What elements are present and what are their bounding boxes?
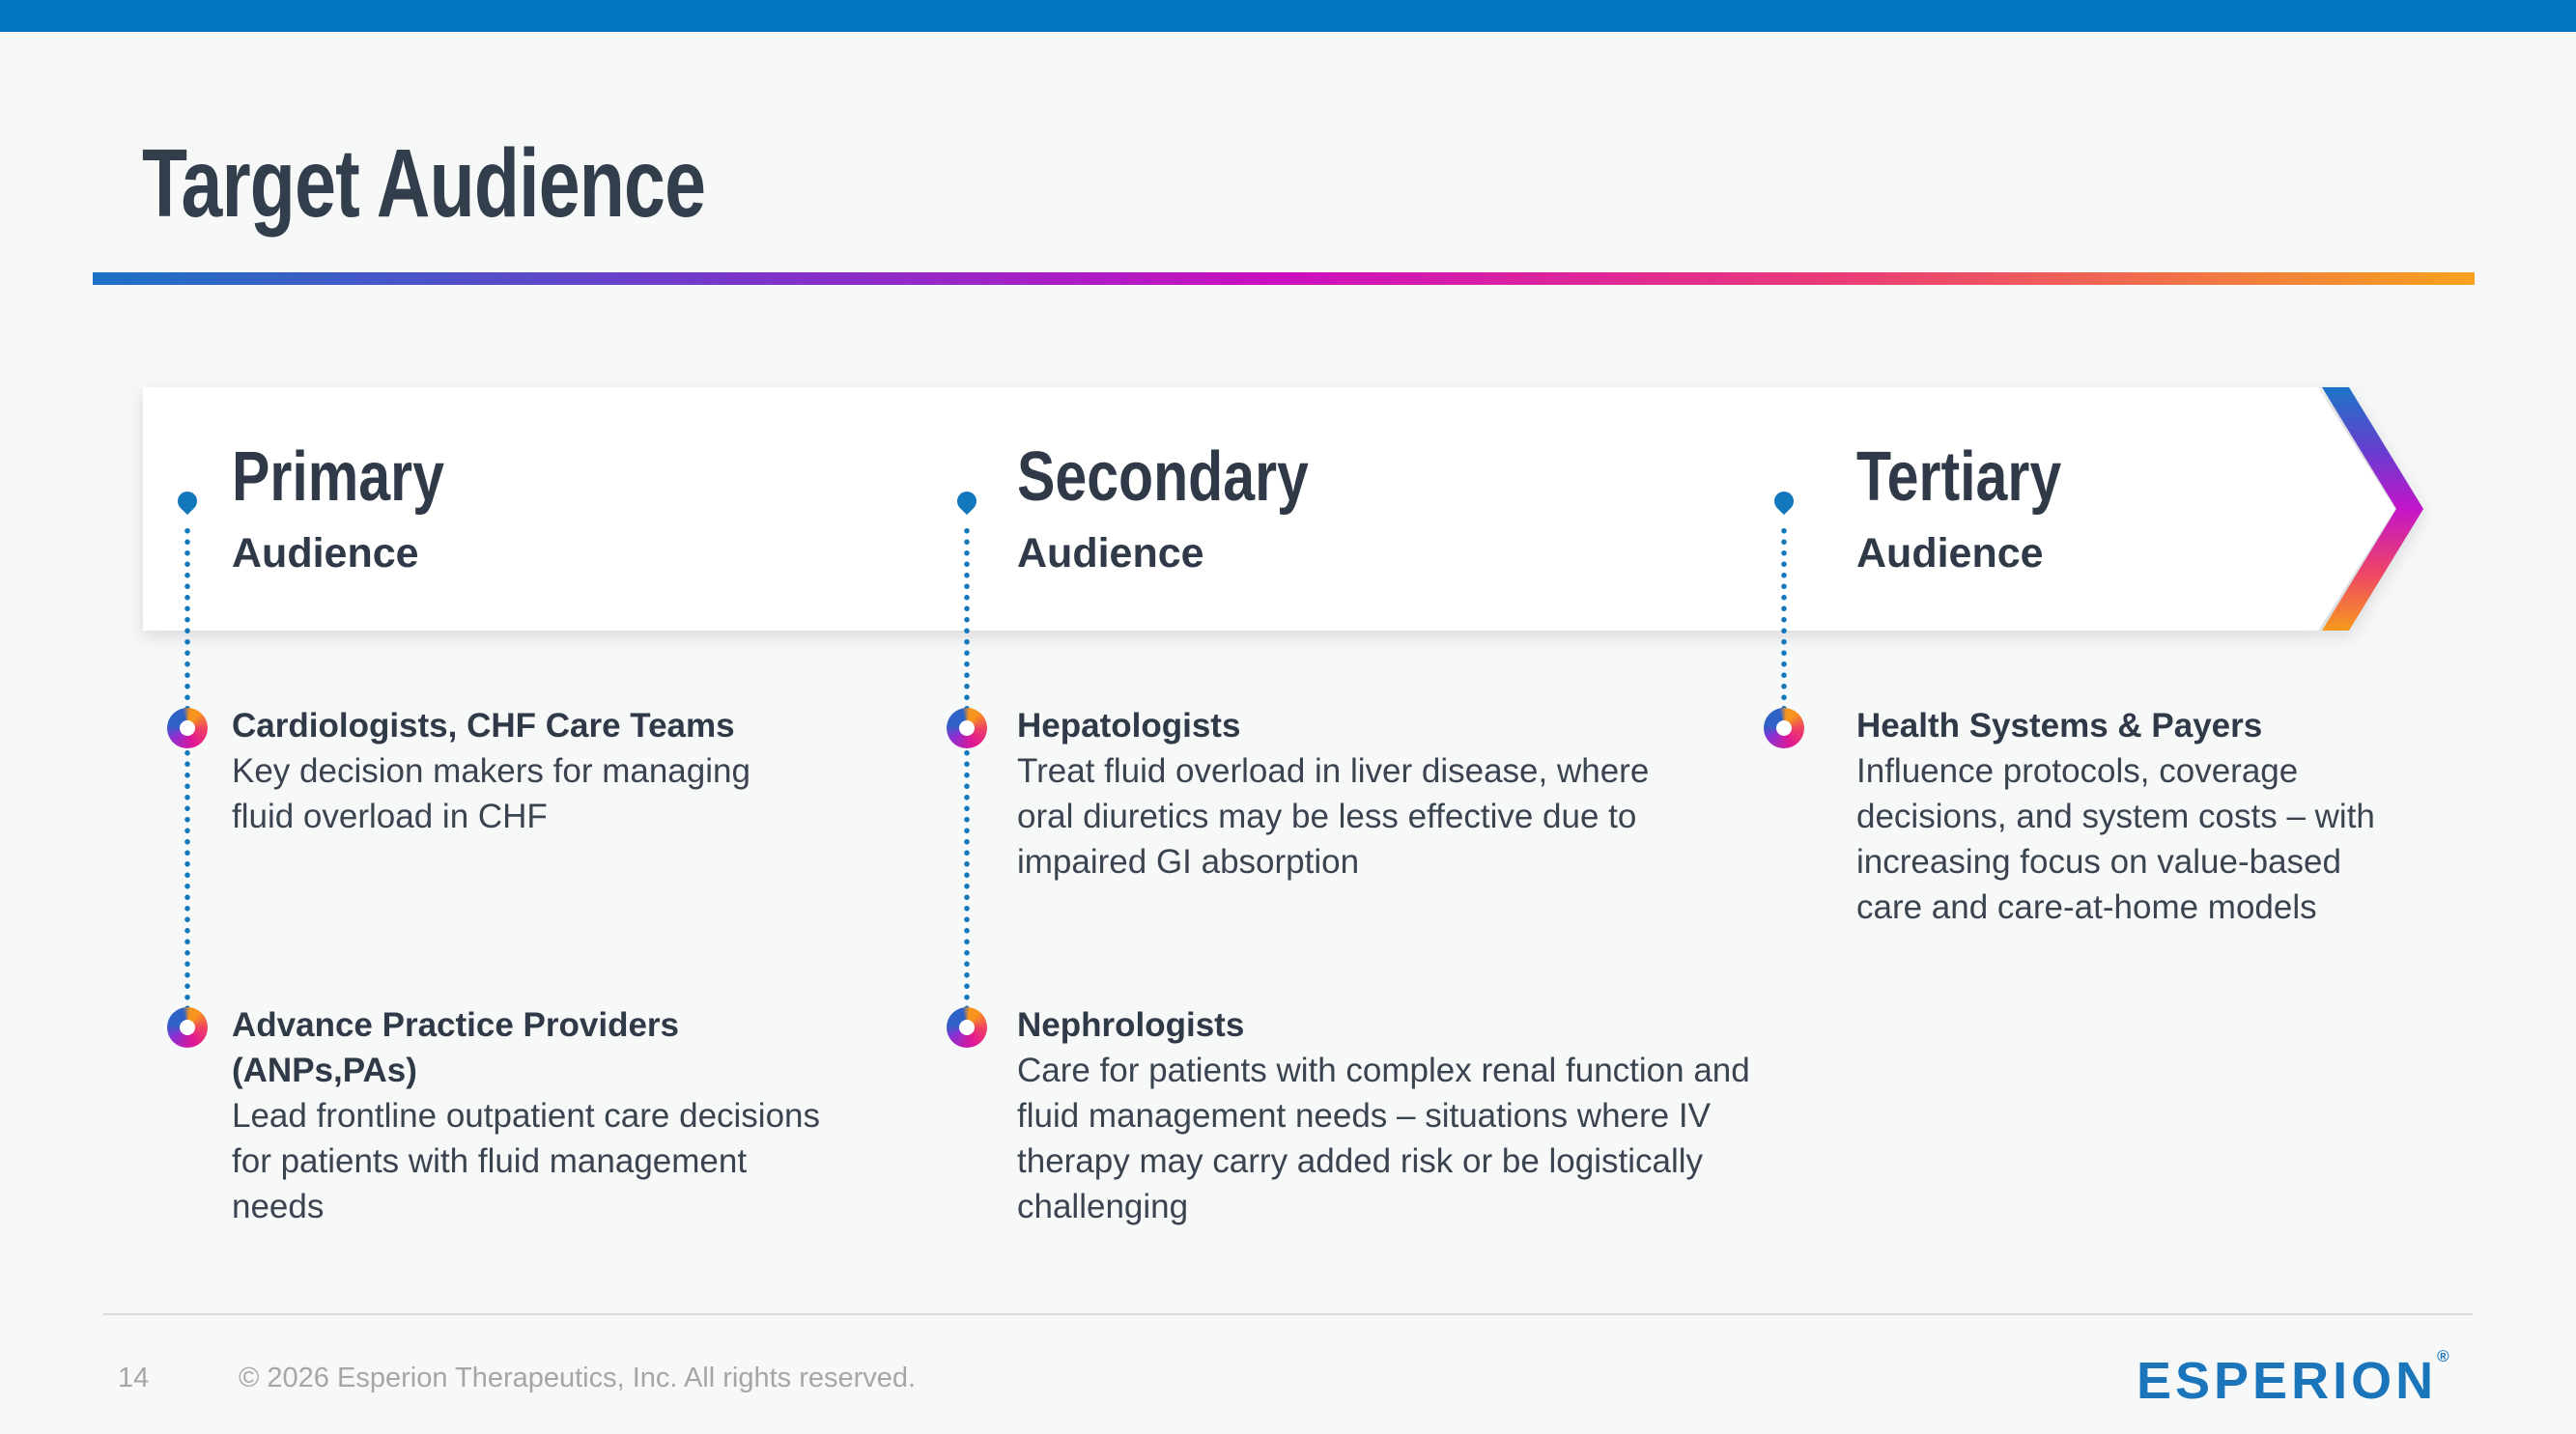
tier-label: Audience xyxy=(1017,530,1204,576)
band-white-arrow-shape xyxy=(143,387,2395,631)
copyright-text: © 2026 Esperion Therapeutics, Inc. All r… xyxy=(239,1363,917,1393)
tier-header-secondary: Secondary Audience xyxy=(1017,442,1373,575)
chevron-arrow-icon xyxy=(2322,387,2423,631)
audience-item: Cardiologists, CHF Care Teams Key decisi… xyxy=(232,703,811,839)
item-heading: Advance Practice Providers (ANPs,PAs) xyxy=(232,1006,680,1089)
connector-dotline-primary xyxy=(184,525,190,1027)
item-heading: Cardiologists, CHF Care Teams xyxy=(232,707,735,745)
audience-item: Advance Practice Providers (ANPs,PAs) Le… xyxy=(232,1002,821,1229)
page-number: 14 xyxy=(118,1363,150,1393)
audience-item: Nephrologists Care for patients with com… xyxy=(1017,1002,1790,1229)
gradient-ring-icon xyxy=(1764,708,1804,748)
tier-label: Audience xyxy=(1856,530,2044,576)
title-gradient-divider xyxy=(93,272,2475,285)
esperion-logo: ESPERION® xyxy=(2137,1348,2449,1407)
item-body: Care for patients with complex renal fun… xyxy=(1017,1052,1750,1225)
gradient-ring-icon xyxy=(947,708,987,748)
audience-item: Health Systems & Payers Influence protoc… xyxy=(1856,703,2397,930)
item-body: Influence protocols, coverage decisions,… xyxy=(1856,752,2375,926)
top-accent-bar xyxy=(0,0,2576,32)
tier-header-tertiary: Tertiary Audience xyxy=(1856,442,2107,575)
audience-band xyxy=(143,387,2423,631)
footer-divider xyxy=(103,1313,2473,1315)
registered-mark: ® xyxy=(2437,1347,2449,1365)
item-heading: Hepatologists xyxy=(1017,707,1241,745)
gradient-ring-icon xyxy=(167,1007,208,1048)
tier-name: Tertiary xyxy=(1856,438,2062,516)
gradient-ring-icon xyxy=(167,708,208,748)
tier-label: Audience xyxy=(232,530,419,576)
tier-name: Primary xyxy=(232,438,444,516)
audience-item: Hepatologists Treat fluid overload in li… xyxy=(1017,703,1693,885)
gradient-ring-icon xyxy=(947,1007,987,1048)
item-body: Treat fluid overload in liver disease, w… xyxy=(1017,752,1650,881)
item-heading: Health Systems & Payers xyxy=(1856,707,2263,745)
connector-dotline-secondary xyxy=(964,525,970,1027)
item-body: Key decision makers for managing fluid o… xyxy=(232,752,750,835)
page-title: Target Audience xyxy=(142,129,706,238)
logo-wordmark: ESPERION xyxy=(2137,1352,2438,1410)
item-body: Lead frontline outpatient care decisions… xyxy=(232,1097,821,1225)
tier-name: Secondary xyxy=(1017,438,1309,516)
item-heading: Nephrologists xyxy=(1017,1006,1245,1044)
tier-header-primary: Primary Audience xyxy=(232,442,491,575)
connector-dotline-tertiary xyxy=(1781,525,1787,730)
